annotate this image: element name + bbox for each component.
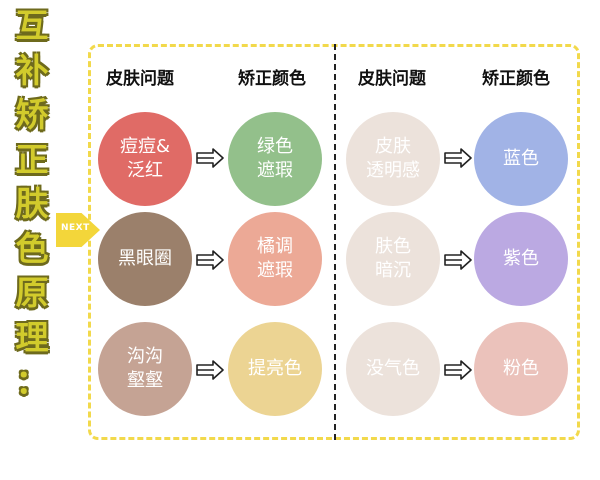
title-char: 肤 — [15, 184, 49, 223]
corrector-circle-orange: 橘调 遮瑕 — [228, 212, 322, 306]
title-char: 原 — [15, 273, 49, 312]
title-char: 互 — [15, 6, 49, 45]
title-char: 正 — [15, 139, 49, 179]
double-right-arrow-icon — [196, 148, 224, 168]
title-char: 色 — [15, 228, 49, 268]
header-left-problem: 皮肤问题 — [106, 69, 174, 89]
problem-circle-pale: 没气色 — [346, 322, 440, 416]
corrector-circle-green: 绿色 遮瑕 — [228, 112, 322, 206]
vertical-title: 互 补 矫 正 肤 色 原 理 ： — [6, 4, 58, 405]
title-char: ： — [15, 362, 49, 401]
corrector-circle-pink: 粉色 — [474, 322, 568, 416]
double-right-arrow-icon — [196, 250, 224, 270]
problem-circle-wrinkles: 沟沟 壑壑 — [98, 322, 192, 416]
header-right-color: 矫正颜色 — [482, 69, 550, 89]
header-left-color: 矫正颜色 — [238, 69, 306, 89]
corrector-circle-purple: 紫色 — [474, 212, 568, 306]
double-right-arrow-icon — [444, 250, 472, 270]
title-char: 理 — [15, 317, 49, 357]
header-right-problem: 皮肤问题 — [358, 69, 426, 89]
corrector-circle-blue: 蓝色 — [474, 112, 568, 206]
title-char: 补 — [15, 50, 49, 90]
next-label: NEXT — [61, 223, 90, 233]
double-right-arrow-icon — [196, 360, 224, 380]
problem-circle-translucency: 皮肤 透明感 — [346, 112, 440, 206]
problem-circle-dullness: 肤色 暗沉 — [346, 212, 440, 306]
title-char: 矫 — [15, 95, 49, 134]
double-right-arrow-icon — [444, 360, 472, 380]
center-divider — [334, 44, 336, 440]
corrector-circle-highlight: 提亮色 — [228, 322, 322, 416]
problem-circle-acne: 痘痘& 泛红 — [98, 112, 192, 206]
double-right-arrow-icon — [444, 148, 472, 168]
problem-circle-dark-circles: 黑眼圈 — [98, 212, 192, 306]
